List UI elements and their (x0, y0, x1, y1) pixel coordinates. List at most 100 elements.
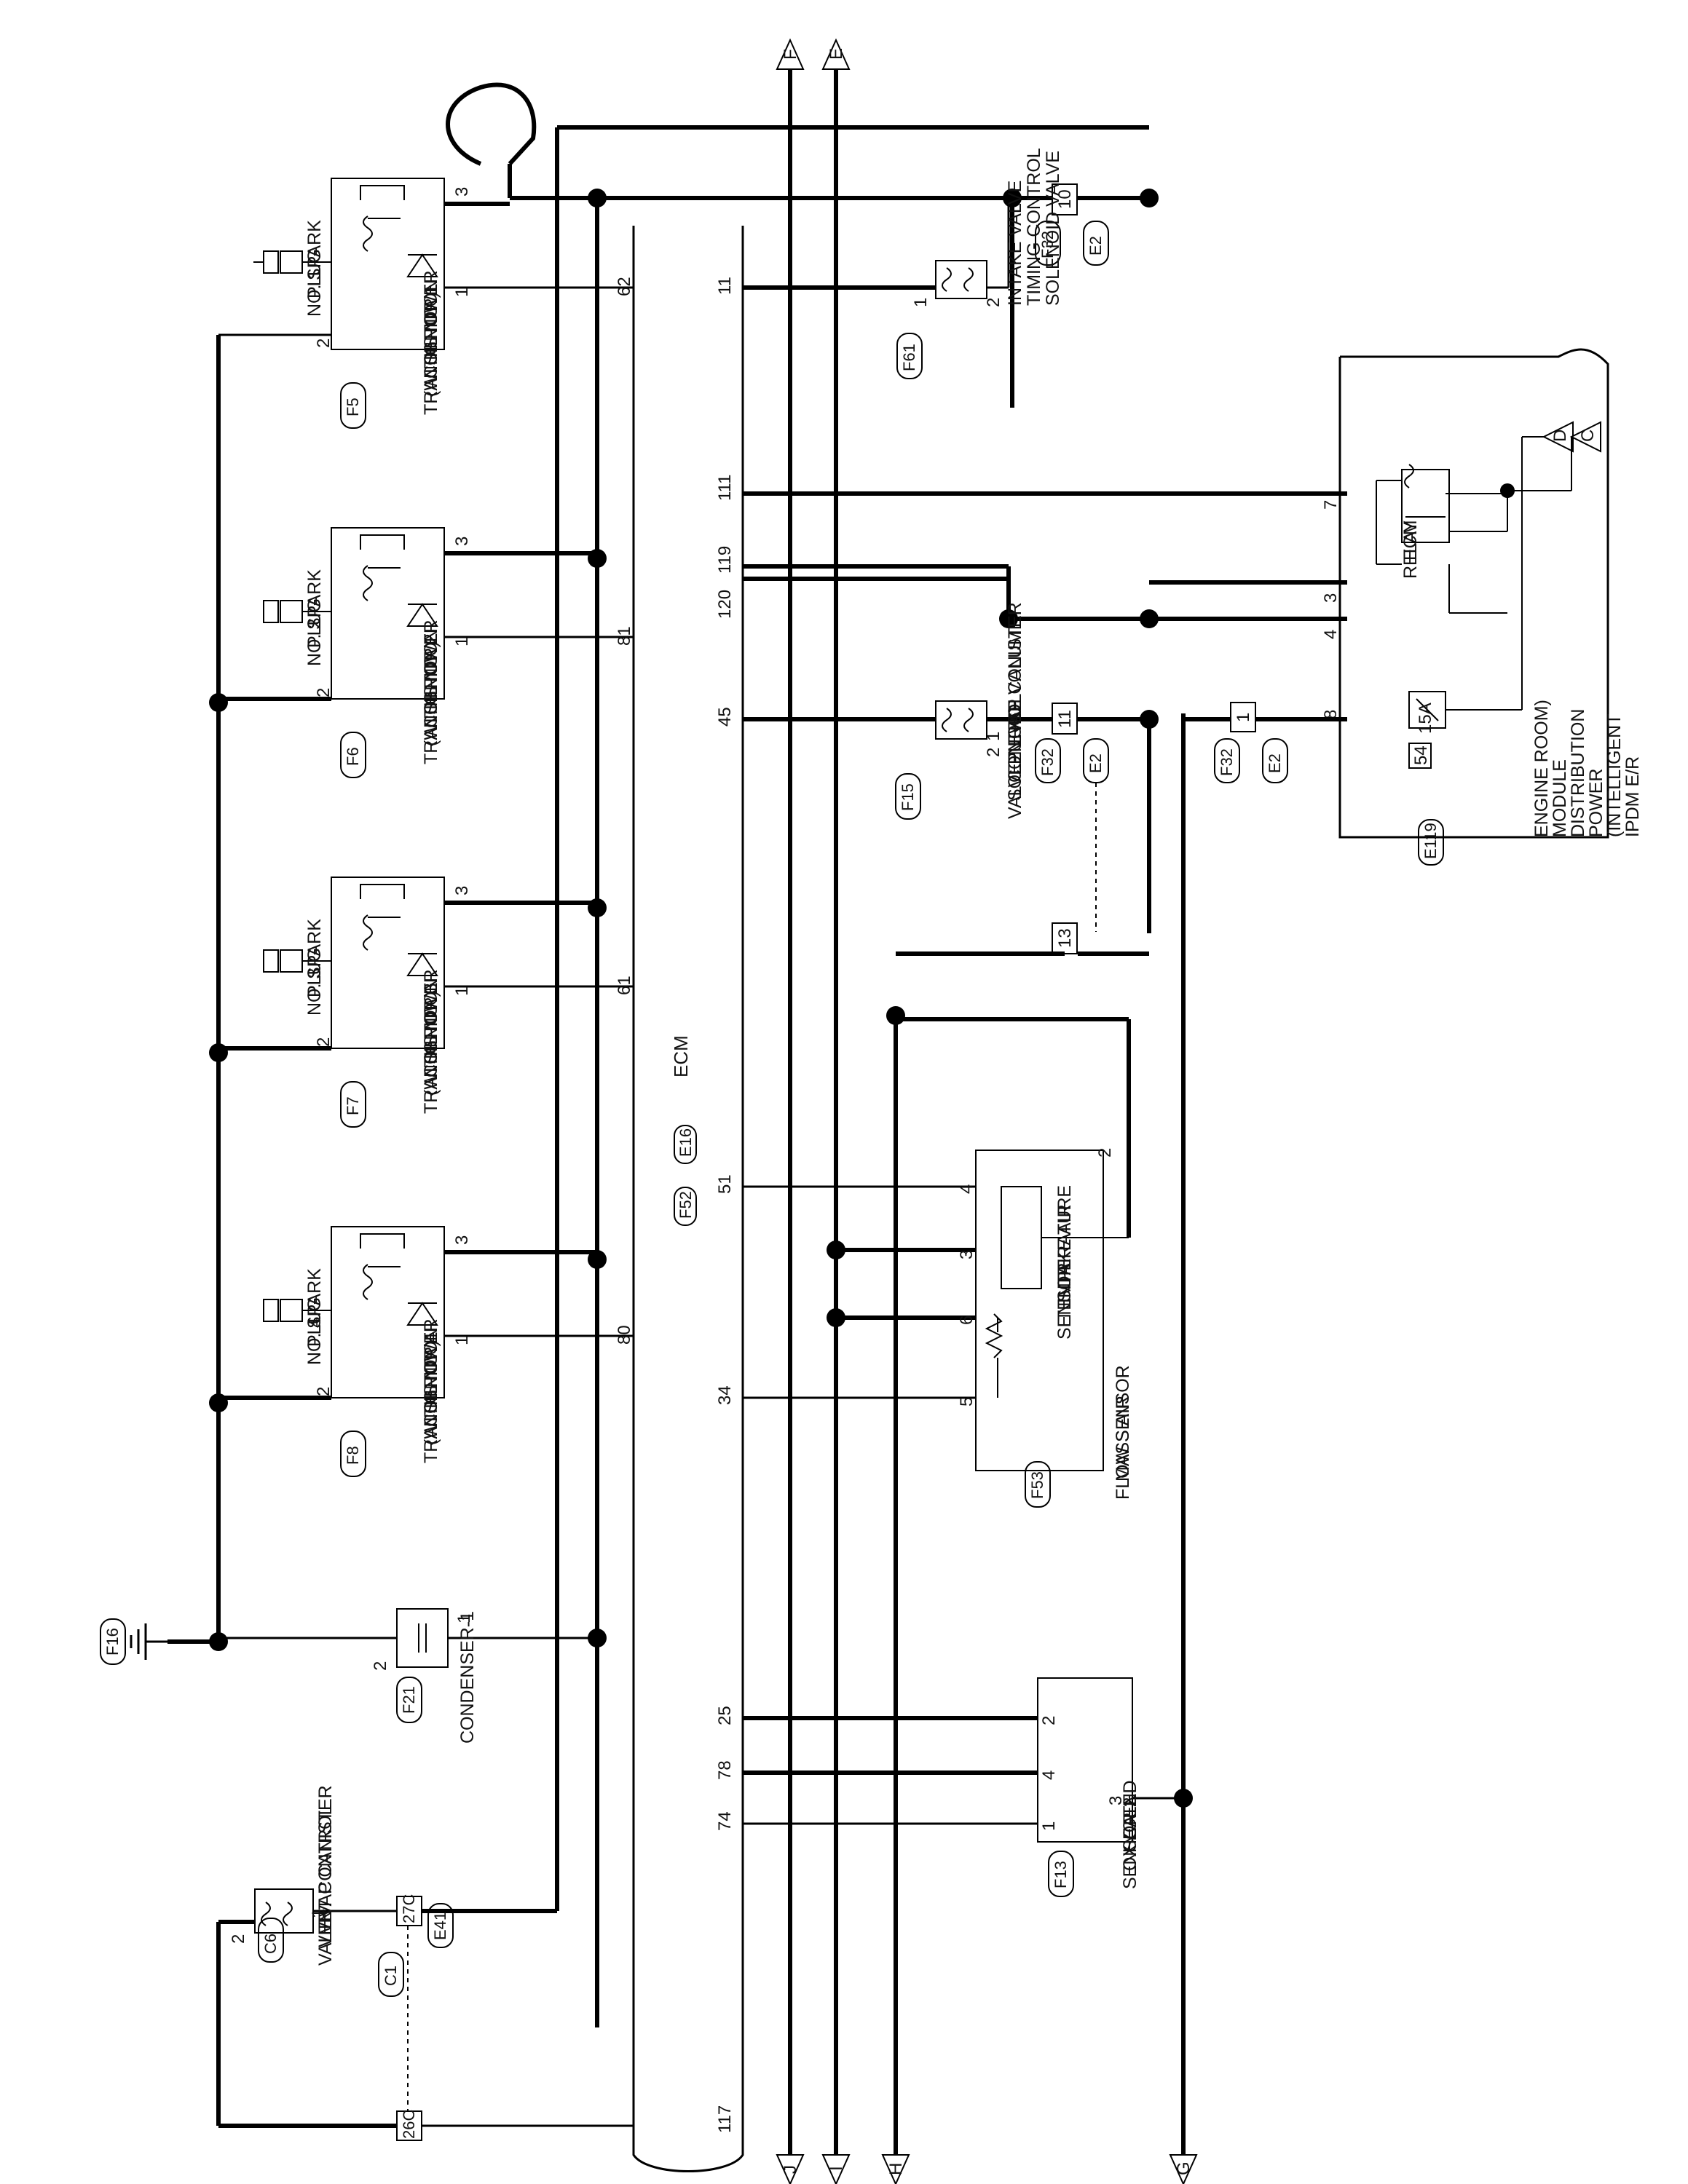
svg-text:81: 81 (615, 626, 634, 646)
svg-text:F32: F32 (1038, 748, 1057, 776)
svg-text:PLUG: PLUG (304, 249, 325, 298)
svg-text:1: 1 (1234, 713, 1253, 722)
svg-text:54: 54 (1411, 745, 1431, 765)
svg-text:NO. 1: NO. 1 (304, 269, 325, 317)
svg-text:POWER: POWER (1586, 769, 1606, 837)
svg-text:NO. 3: NO. 3 (304, 968, 325, 1016)
svg-text:2: 2 (314, 1037, 334, 1047)
svg-text:F53: F53 (1028, 1471, 1046, 1499)
svg-text:1: 1 (911, 298, 931, 307)
svg-text:1: 1 (452, 1336, 472, 1345)
svg-text:E41: E41 (431, 1912, 449, 1940)
svg-text:C: C (1578, 430, 1598, 442)
svg-text:PURGE VOLUME: PURGE VOLUME (1005, 618, 1025, 764)
svg-text:F21: F21 (400, 1686, 418, 1714)
svg-text:CONTROL: CONTROL (1005, 694, 1025, 783)
svg-text:2: 2 (371, 1661, 390, 1671)
svg-text:3: 3 (452, 886, 472, 895)
svg-text:3: 3 (452, 187, 472, 197)
svg-text:(WITH POWER: (WITH POWER (421, 270, 441, 397)
svg-text:25: 25 (715, 1706, 735, 1725)
svg-text:F32: F32 (1218, 748, 1236, 776)
svg-text:NO. 2: NO. 2 (304, 619, 325, 666)
svg-text:5: 5 (957, 1397, 977, 1406)
svg-text:F13: F13 (1052, 1861, 1070, 1888)
svg-text:MODULE: MODULE (1550, 759, 1570, 837)
svg-text:2: 2 (984, 748, 1003, 757)
svg-text:6: 6 (957, 1315, 977, 1325)
joint-connector-1: 1 F32 E2 (1214, 702, 1288, 783)
svg-text:26C: 26C (400, 2110, 418, 2139)
svg-text:117: 117 (715, 2105, 735, 2133)
svg-text:11: 11 (715, 277, 735, 295)
svg-text:SPARK: SPARK (304, 919, 325, 979)
svg-text:62: 62 (615, 277, 634, 296)
condenser: 1 2 CONDENSER-1 F21 (218, 1608, 597, 1744)
svg-text:8: 8 (1321, 710, 1341, 719)
svg-text:(INTELLIGENT: (INTELLIGENT (1604, 714, 1625, 837)
svg-text:3: 3 (1106, 1796, 1126, 1805)
svg-text:TRANSISTOR): TRANSISTOR) (421, 292, 441, 415)
svg-text:DISTRIBUTION: DISTRIBUTION (1568, 709, 1588, 837)
ignition-coil-2: 3 1 2 SPARK PLUG NO. 2 IGNITION COIL NO.… (218, 527, 634, 778)
svg-text:119: 119 (715, 546, 735, 574)
svg-text:C1: C1 (382, 1966, 400, 1986)
ecm-connector-tag: F52 (674, 1187, 697, 1226)
svg-text:F16: F16 (103, 1628, 122, 1655)
svg-text:INTAKE VALVE: INTAKE VALVE (1005, 181, 1025, 306)
svg-text:TIMING CONTROL: TIMING CONTROL (1024, 148, 1044, 306)
bus-arrow-g: G (1169, 2154, 1198, 2184)
svg-text:COIL NO. 1: COIL NO. 1 (421, 284, 441, 379)
svg-text:CONDENSER-1: CONDENSER-1 (457, 1611, 478, 1744)
svg-text:PLUG: PLUG (304, 1297, 325, 1347)
main-power-wires (510, 125, 1149, 2027)
svg-text:E2: E2 (1086, 236, 1105, 256)
bus-arrow-j: J (776, 2154, 805, 2184)
svg-text:SPARK: SPARK (304, 1268, 325, 1329)
svg-text:80: 80 (615, 1325, 634, 1345)
svg-text:I: I (827, 2166, 846, 2171)
heated-oxygen-sensor-2: 2 4 1 3 25 78 74 HEATED OXYGEN SENSOR 2 … (715, 1677, 1183, 1897)
svg-text:NO. 4: NO. 4 (304, 1318, 325, 1365)
svg-text:SOLENOID VALVE: SOLENOID VALVE (1043, 151, 1063, 306)
evap-purge-valve: 11 F32 E2 13 1 2 EVAP CANISTER PURGE VOL… (743, 602, 1149, 956)
svg-text:7: 7 (1321, 500, 1341, 510)
wire-loop (446, 82, 537, 198)
svg-text:SOLENOID: SOLENOID (1005, 707, 1025, 801)
svg-text:111: 111 (715, 475, 735, 501)
svg-text:IGNITION: IGNITION (421, 1328, 441, 1409)
svg-text:VENT CONTROL: VENT CONTROL (315, 1805, 336, 1947)
svg-text:2: 2 (314, 339, 334, 348)
svg-text:COIL NO. 3: COIL NO. 3 (421, 983, 441, 1077)
bus-wires (788, 69, 1186, 2155)
svg-text:F61: F61 (900, 344, 918, 371)
svg-text:F: F (781, 49, 800, 60)
svg-text:34: 34 (715, 1385, 735, 1405)
svg-text:IPDM E/R: IPDM E/R (1622, 756, 1643, 837)
svg-text:F52: F52 (677, 1191, 695, 1219)
svg-text:E119: E119 (1421, 823, 1440, 859)
relay-wires (743, 491, 1347, 933)
svg-text:SENSOR 2: SENSOR 2 (1120, 1797, 1140, 1889)
svg-text:2: 2 (229, 1934, 248, 1944)
svg-text:VALVE: VALVE (315, 1910, 336, 1966)
svg-text:45: 45 (715, 707, 735, 727)
svg-text:4: 4 (957, 1184, 977, 1194)
svg-text:(WITH POWER: (WITH POWER (421, 969, 441, 1096)
svg-text:2: 2 (1039, 1716, 1059, 1725)
svg-text:IGNITION: IGNITION (421, 280, 441, 360)
svg-text:51: 51 (715, 1174, 735, 1194)
svg-text:E2: E2 (1266, 753, 1284, 773)
svg-text:1: 1 (454, 1614, 474, 1623)
svg-text:EVAP CANISTER: EVAP CANISTER (315, 1785, 336, 1929)
arrow-c: C (1569, 421, 1601, 491)
ipdm-er: ECM RELAY 15A 54 IPDM E/R (INTELLIGENT P… (1321, 348, 1643, 866)
ground-bus (167, 335, 221, 1644)
svg-text:4: 4 (1039, 1770, 1059, 1780)
bus-arrow-f: F (776, 38, 805, 70)
ground-symbol: F16 (100, 1618, 167, 1665)
arrow-d: D (1522, 421, 1574, 453)
svg-text:PLUG: PLUG (304, 948, 325, 997)
svg-text:D: D (1550, 430, 1570, 442)
